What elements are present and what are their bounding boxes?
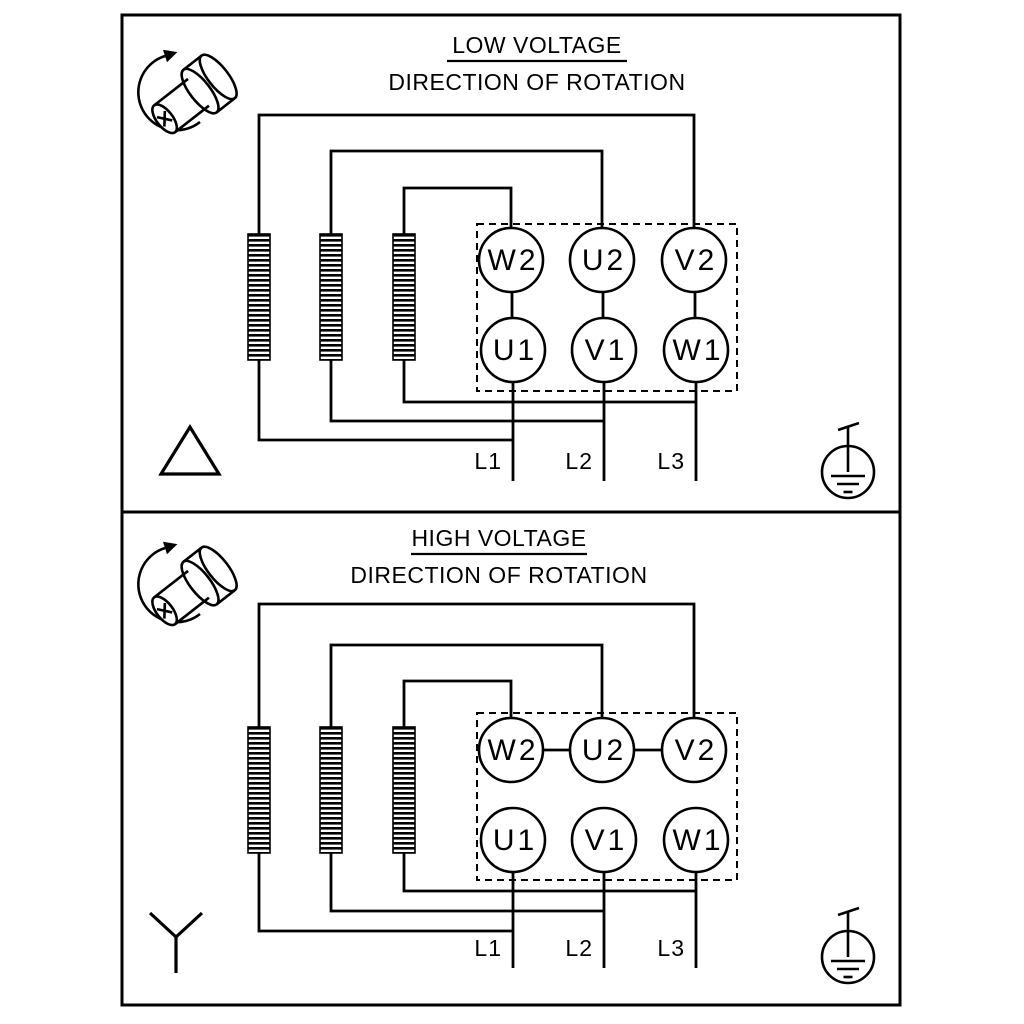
terminal-label: U1 (493, 824, 537, 857)
wire-coil3-to-w2 (402, 679, 513, 727)
terminal-w1: W1 (662, 316, 730, 384)
terminal-u2: U2 (568, 716, 636, 784)
wire-coil1-to-u1 (257, 360, 513, 442)
star-arm-left (148, 911, 178, 939)
terminal-circle (662, 806, 730, 874)
terminal-label: V2 (675, 244, 718, 277)
outer-border (120, 13, 902, 1007)
supply-label-l2: L2 (565, 935, 593, 961)
terminal-circle (568, 716, 636, 784)
star-icon (148, 911, 204, 973)
terminal-circle (479, 806, 547, 874)
terminal-label: U2 (582, 244, 626, 277)
supply-label-l1: L1 (474, 935, 502, 961)
terminal-circle (660, 716, 728, 784)
terminal-v2: V2 (660, 226, 728, 294)
terminal-label: W2 (488, 734, 539, 767)
terminal-circle (479, 316, 547, 384)
terminal-label: W1 (673, 334, 724, 367)
terminal-v1: V1 (570, 806, 638, 874)
terminal-label: V1 (585, 334, 628, 367)
star-arm-right (174, 911, 204, 939)
wire-coil2-to-u2 (329, 643, 604, 727)
wiring (257, 113, 698, 481)
winding-coil (247, 233, 271, 361)
earth-icon (820, 906, 876, 985)
supply-label-l3: L3 (657, 935, 685, 961)
panel-title: LOW VOLTAGE (452, 32, 622, 58)
supply-label-l1: L1 (474, 448, 502, 474)
terminal-circle (477, 226, 545, 294)
terminal-label: V2 (675, 734, 718, 767)
panel-high-voltage: HIGH VOLTAGE DIRECTION OF ROTATION W2 (137, 525, 876, 985)
motor-rotation-icon (137, 48, 244, 147)
wire-coil2-to-u2 (329, 149, 604, 234)
terminal-label: W2 (488, 244, 539, 277)
terminal-w2: W2 (477, 716, 545, 784)
supply-label-l3: L3 (657, 448, 685, 474)
terminal-v2: V2 (660, 716, 728, 784)
terminal-circle (662, 316, 730, 384)
panel-low-voltage: LOW VOLTAGE DIRECTION OF ROTATION (137, 32, 876, 500)
terminal-w2: W2 (477, 226, 545, 294)
wire-coil3-to-w1 (402, 360, 696, 404)
panel-title: HIGH VOLTAGE (411, 525, 586, 551)
panel-subtitle: DIRECTION OF ROTATION (350, 562, 647, 588)
earth-icon (820, 421, 876, 500)
terminal-box (476, 223, 738, 392)
terminal-u1: U1 (479, 316, 547, 384)
wire-coil1-to-v2 (257, 113, 696, 234)
terminal-u1: U1 (479, 806, 547, 874)
terminal-label: W1 (673, 824, 724, 857)
motor-rotation-icon (137, 540, 244, 639)
terminal-box (476, 712, 738, 881)
winding-coil (247, 726, 271, 854)
wire-coil1-to-v2 (257, 602, 696, 727)
terminal-circle (570, 316, 638, 384)
winding-coil (319, 726, 343, 854)
winding-coil (392, 233, 416, 361)
wire-coil2-to-v1 (329, 853, 604, 913)
panel-subtitle: DIRECTION OF ROTATION (388, 69, 685, 95)
terminal-label: U1 (493, 334, 537, 367)
terminal-label: U2 (582, 734, 626, 767)
wire-coil3-to-w2 (402, 186, 513, 234)
terminal-circle (477, 716, 545, 784)
terminal-v1: V1 (570, 316, 638, 384)
terminal-label: V1 (585, 824, 628, 857)
winding-coil (319, 233, 343, 361)
terminal-w1: W1 (662, 806, 730, 874)
supply-label-l2: L2 (565, 448, 593, 474)
wiring (257, 602, 698, 968)
delta-icon (158, 423, 222, 476)
winding-coil (392, 726, 416, 854)
terminal-circle (660, 226, 728, 294)
wire-coil1-to-u1 (257, 853, 513, 933)
wire-coil3-to-w1 (402, 853, 696, 893)
terminal-circle (568, 226, 636, 294)
terminal-u2: U2 (568, 226, 636, 294)
terminal-circle (570, 806, 638, 874)
